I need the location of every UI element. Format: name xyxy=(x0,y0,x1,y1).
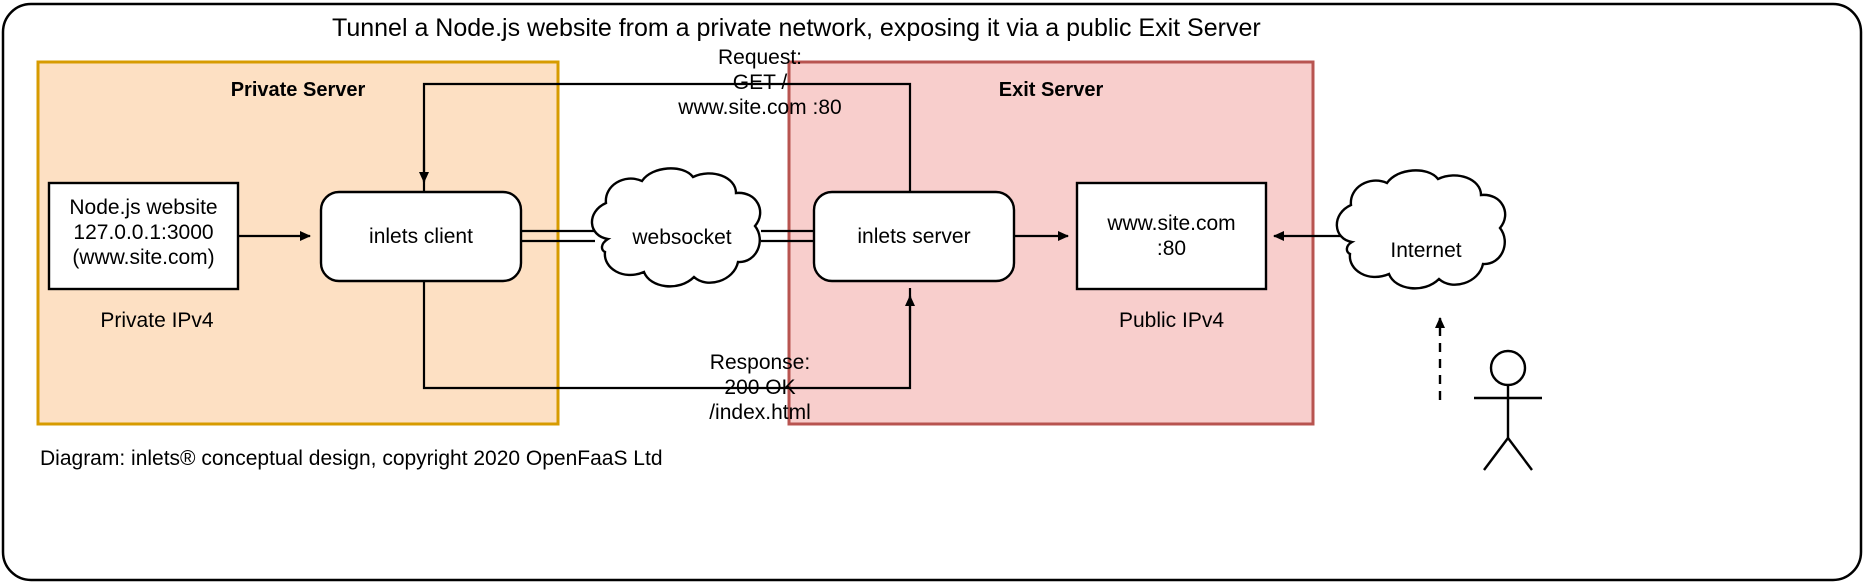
nodejs-website-line-3: (www.site.com) xyxy=(72,245,215,269)
websocket-cloud-label: websocket xyxy=(632,226,732,249)
response-label-line-1: Response: xyxy=(709,351,811,374)
public-ipv4-label: Public IPv4 xyxy=(1118,309,1225,332)
site-endpoint-box xyxy=(1075,181,1268,291)
exit-server-title: Exit Server xyxy=(998,79,1104,101)
request-label-line-3: www.site.com :80 xyxy=(678,95,842,119)
request-label-line-1: Request: xyxy=(717,46,803,69)
private-server-title: Private Server xyxy=(230,79,366,101)
internet-cloud-label: Internet xyxy=(1390,239,1462,262)
inlets-server-label: inlets server xyxy=(857,225,971,248)
site-endpoint-line-1: www.site.com xyxy=(1107,212,1236,235)
request-label-line-2: GET / xyxy=(732,70,788,94)
internet-cloud-shape xyxy=(1335,169,1507,290)
end-user-actor-icon xyxy=(1474,349,1542,471)
diagram-footer: Diagram: inlets® conceptual design, copy… xyxy=(40,447,663,470)
websocket-cloud-shape xyxy=(590,167,762,288)
response-path xyxy=(422,236,912,390)
inlets-client-label: inlets client xyxy=(369,225,473,248)
diagram-title: Tunnel a Node.js website from a private … xyxy=(332,14,1261,42)
private-ipv4-label: Private IPv4 xyxy=(100,309,214,332)
nodejs-website-line-1: Node.js website xyxy=(69,196,218,219)
nodejs-website-label: Node.js website 127.0.0.1:3000 (www.site… xyxy=(49,196,238,270)
nodejs-website-line-2: 127.0.0.1:3000 xyxy=(73,220,214,244)
inlets-client-box xyxy=(319,190,523,283)
site-endpoint-line-2: :80 xyxy=(1156,236,1187,260)
site-endpoint-label: www.site.com :80 xyxy=(1077,212,1266,262)
request-edge-label: Request: GET / www.site.com :80 xyxy=(588,46,932,120)
response-label-line-3: /index.html xyxy=(709,400,811,424)
response-edge-label: Response: 200 OK /index.html xyxy=(588,351,932,425)
response-label-line-2: 200 OK xyxy=(724,375,796,399)
